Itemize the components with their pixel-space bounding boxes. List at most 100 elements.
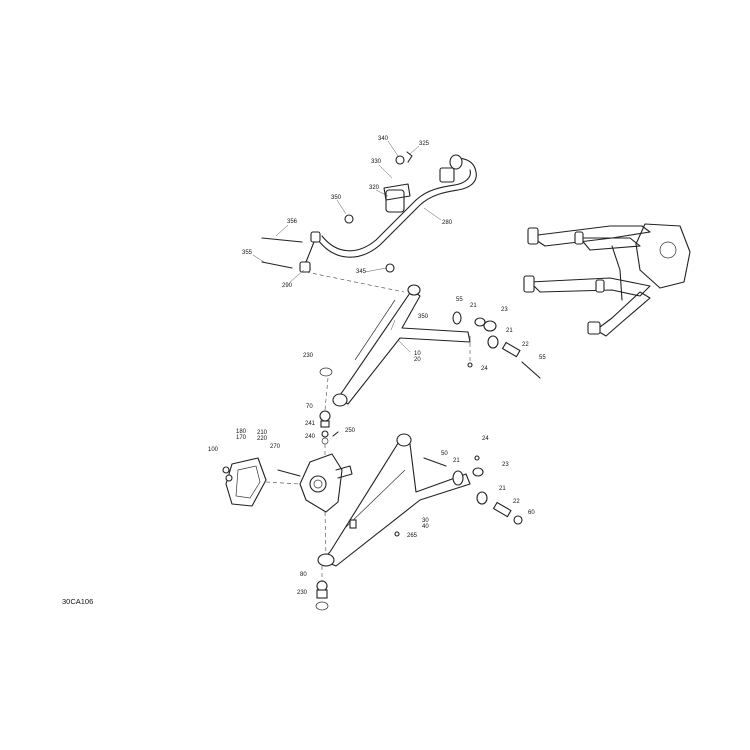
knuckle <box>299 453 343 513</box>
bolt-55-upper <box>521 361 541 379</box>
ref-upper-arm <box>529 225 651 247</box>
grease-fitting-24-upper <box>467 362 473 368</box>
ref-lower-arm-rear <box>595 291 651 337</box>
callout-320: 320 <box>369 185 380 191</box>
callout-350: 350 <box>418 314 429 320</box>
bolt-356 <box>261 237 303 243</box>
washer-21b-upper <box>487 335 499 349</box>
ref-hub <box>659 241 677 259</box>
upper-arm-front-pivot <box>407 284 421 296</box>
sleeve-22-upper <box>501 341 521 358</box>
callout-55: 55 <box>456 297 463 303</box>
washer-23-lower <box>472 467 484 477</box>
sway-bar-edge <box>321 169 471 252</box>
sway-bar-bushing <box>385 189 405 213</box>
bushing-lower <box>452 470 464 486</box>
callout-22: 22 <box>513 499 520 505</box>
callout-325: 325 <box>419 141 430 147</box>
lower-a-arm <box>321 439 471 567</box>
callout-30: 30 <box>422 518 429 524</box>
callout-240: 240 <box>305 434 316 440</box>
callout-350: 350 <box>331 195 342 201</box>
screw-100a <box>222 466 230 474</box>
knuckle-group <box>277 453 353 513</box>
callout-290: 290 <box>282 283 293 289</box>
ref-upper-front-bushing <box>527 227 539 245</box>
shield-inner <box>235 465 261 499</box>
nut-60 <box>513 515 523 525</box>
sleeve-22-lower <box>492 501 512 518</box>
upper-arm-rib <box>354 299 396 361</box>
washer-21-upper <box>474 317 486 327</box>
assembly-lines <box>265 271 471 582</box>
lower-arm-bracket <box>349 519 357 529</box>
callout-20: 20 <box>414 357 421 363</box>
sway-bar-end <box>449 154 463 170</box>
lower-ball-joint-group <box>315 580 329 611</box>
washer-23-upper <box>483 320 497 332</box>
callouts: 3403253303203502803563552903455521233502… <box>208 136 546 596</box>
lower-arm-rib <box>344 469 406 529</box>
knuckle-hub-bore <box>309 475 327 493</box>
callout-50: 50 <box>441 451 448 457</box>
sway-bar-mount <box>439 167 455 183</box>
callout-280: 280 <box>442 220 453 226</box>
bushing-clamp <box>383 183 411 201</box>
grease-fitting-24-lower <box>474 455 480 461</box>
callout-210: 210 <box>257 430 268 436</box>
callout-250: 250 <box>345 428 356 434</box>
callout-265: 265 <box>407 533 418 539</box>
lower-ball-joint-eye <box>317 553 335 567</box>
callout-21: 21 <box>506 328 513 334</box>
callout-241: 241 <box>305 421 316 427</box>
sway-bar-group <box>261 151 477 273</box>
callout-23: 23 <box>502 462 509 468</box>
bolt-270 <box>277 469 301 477</box>
callout-80: 80 <box>300 572 307 578</box>
ref-shock-mount <box>611 245 623 301</box>
ref-lower-arm <box>529 277 651 297</box>
callout-270: 270 <box>270 444 281 450</box>
upper-ball-joint-eye <box>332 393 348 407</box>
cotter-pin-250 <box>332 431 339 437</box>
fitting-265 <box>394 531 400 537</box>
link-top <box>310 231 321 243</box>
circlip-230-lower <box>315 601 329 611</box>
upper-a-arm-group <box>319 284 541 407</box>
upper-ball-joint-group <box>319 410 339 445</box>
callout-21: 21 <box>453 458 460 464</box>
callout-100: 100 <box>208 447 219 453</box>
callout-21: 21 <box>499 486 506 492</box>
sway-link-290 <box>305 241 315 263</box>
ref-lower-rear-bushing <box>587 321 601 335</box>
brake-shield <box>225 457 267 507</box>
screw-100b <box>225 474 233 482</box>
ref-upper-rear-bushing <box>574 231 584 245</box>
bushing-55-upper <box>452 311 462 325</box>
callout-24: 24 <box>482 436 489 442</box>
leader-lines <box>252 140 442 353</box>
sway-bar <box>317 157 477 258</box>
callout-21: 21 <box>470 303 477 309</box>
ref-lower-front-bushing <box>523 275 535 293</box>
knuckle-inner <box>313 479 323 489</box>
callout-22: 22 <box>522 342 529 348</box>
nut-241 <box>321 430 329 438</box>
lower-arm-front-pivot <box>396 433 412 447</box>
circlip-230-upper <box>319 367 333 377</box>
callout-55: 55 <box>539 355 546 361</box>
callout-340: 340 <box>378 136 389 142</box>
callout-60: 60 <box>528 510 535 516</box>
washer-21-lower <box>476 491 488 505</box>
callout-356: 356 <box>287 219 298 225</box>
callout-220: 220 <box>257 436 268 442</box>
bolt-325 <box>406 151 413 163</box>
assembled-reference-view <box>523 223 691 337</box>
ball-joint-stem <box>320 420 330 428</box>
washer-240 <box>321 437 329 445</box>
bolt-50 <box>423 457 447 467</box>
callout-355: 355 <box>242 250 253 256</box>
ref-upper-arm-rear <box>579 237 641 251</box>
callout-180: 180 <box>236 429 247 435</box>
